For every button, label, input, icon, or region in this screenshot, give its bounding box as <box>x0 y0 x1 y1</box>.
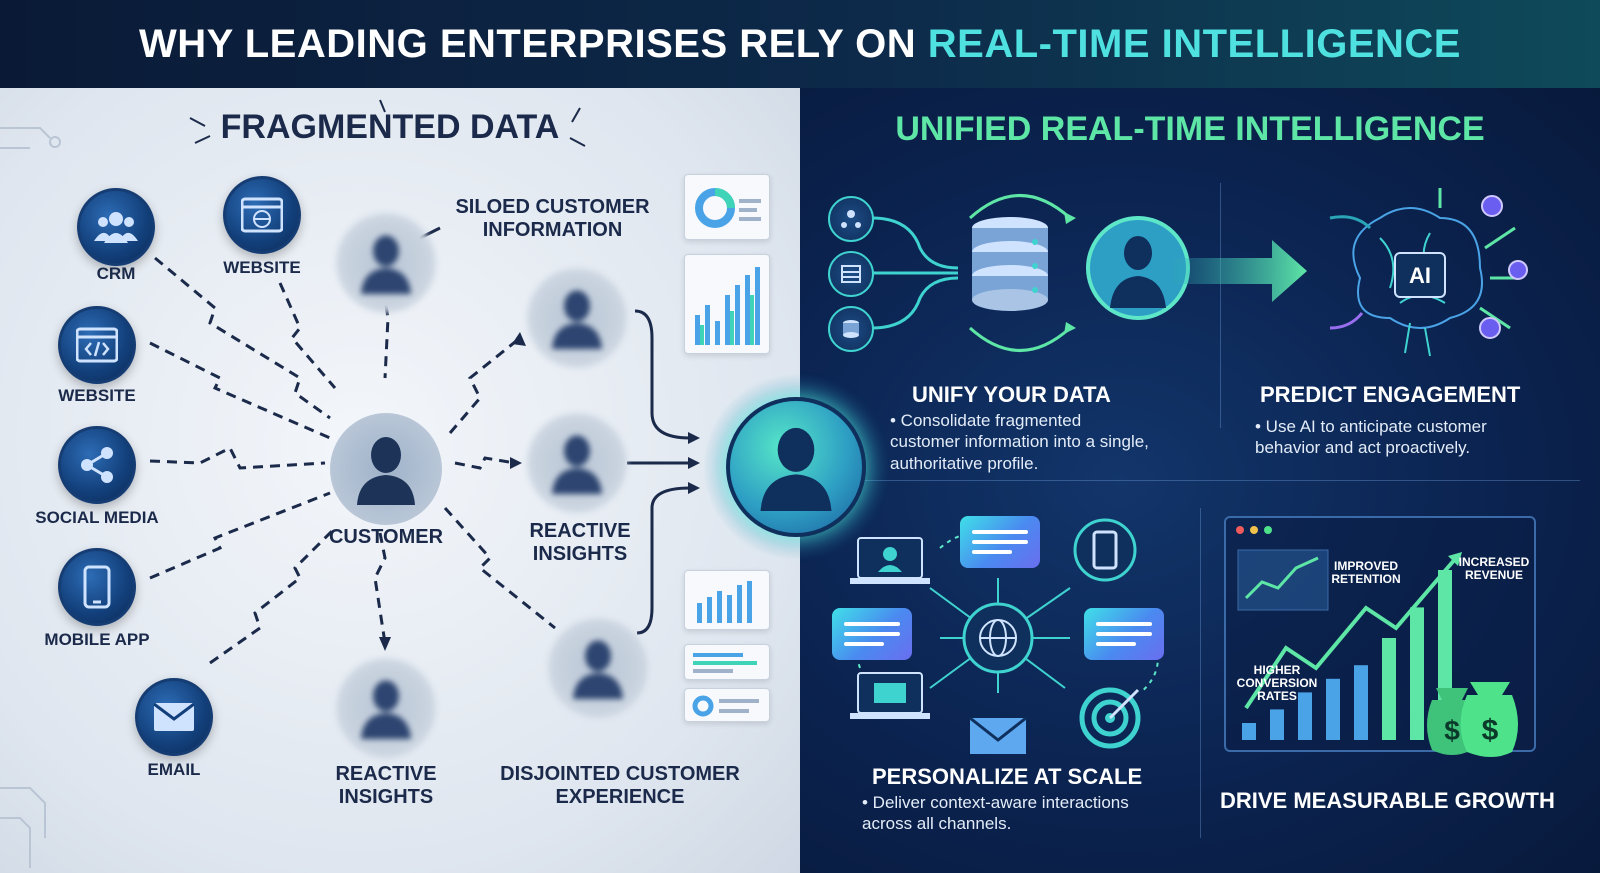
window-dot-red <box>1236 526 1244 534</box>
personalize-desc: • Deliver context-aware interactions acr… <box>862 793 1129 834</box>
source-node-db[interactable] <box>828 306 874 352</box>
source-node-people[interactable] <box>828 196 874 242</box>
bar-card-bottom <box>684 570 770 630</box>
growth-bar <box>1382 638 1396 740</box>
person-icon <box>760 427 832 511</box>
divider-horizontal <box>840 480 1580 481</box>
growth-dashboard: IMPROVED RETENTION INCREASED REVENUE HIG… <box>1224 516 1536 757</box>
circuit-decoration-icon <box>0 127 61 149</box>
disjointed-person <box>548 618 648 718</box>
title-accent: REAL-TIME INTELLIGENCE <box>927 21 1461 66</box>
source-node-table[interactable] <box>828 251 874 297</box>
bar-chart-small-icon <box>697 581 752 623</box>
bar-chart-icon <box>695 267 760 345</box>
website-source-1[interactable] <box>223 176 301 254</box>
browser-globe-icon <box>241 197 283 233</box>
customer-label: CUSTOMER <box>328 526 444 548</box>
svg-text:$: $ <box>1482 714 1499 747</box>
social-media-label: SOCIAL MEDIA <box>35 508 159 527</box>
mobile-app-source[interactable] <box>58 548 136 626</box>
crm-source[interactable] <box>77 188 155 266</box>
mini-donut-icon <box>692 695 759 717</box>
person-icon <box>361 235 411 294</box>
growth-bar <box>1298 692 1312 740</box>
conversion-label: HIGHER CONVERSION RATES <box>1236 663 1318 704</box>
list-card <box>684 644 770 680</box>
crm-label: CRM <box>96 264 136 283</box>
retention-label: IMPROVED RETENTION <box>1331 559 1401 587</box>
person-icon <box>357 437 415 505</box>
chat-bubble-right <box>1084 608 1164 660</box>
growth-bar <box>1354 665 1368 740</box>
person-icon <box>573 640 623 699</box>
person-icon <box>552 290 602 349</box>
fragmented-panel: FRAGMENTED DATA <box>0 88 800 873</box>
social-media-source[interactable] <box>58 426 136 504</box>
reactive-label-bottom: REACTIVE INSIGHTS <box>335 763 437 808</box>
divider-vertical-top <box>1220 183 1221 428</box>
window-dot-yellow <box>1250 526 1258 534</box>
website-source-2[interactable] <box>58 306 136 384</box>
growth-title: DRIVE MEASURABLE GROWTH <box>1220 788 1555 813</box>
window-dot-green <box>1264 526 1272 534</box>
unify-title: UNIFY YOUR DATA <box>912 382 1111 407</box>
database-small-icon <box>843 320 859 338</box>
personalize-title: PERSONALIZE AT SCALE <box>872 764 1143 789</box>
fragmented-data-title: FRAGMENTED DATA <box>220 108 560 146</box>
users-icon <box>94 212 138 243</box>
growth-bar <box>1326 678 1340 740</box>
unified-title: UNIFIED REAL-TIME INTELLIGENCE <box>895 110 1485 148</box>
svg-text:$: $ <box>1444 715 1460 746</box>
people-network-icon <box>841 210 861 228</box>
crack-decoration-icon <box>189 99 586 147</box>
unify-to-predict-arrow-icon <box>1172 240 1307 302</box>
customer-node[interactable] <box>330 413 442 525</box>
reactive-person-bottom <box>336 658 436 758</box>
reactive-label-right: REACTIVE INSIGHTS <box>529 520 631 565</box>
list-lines-icon <box>693 653 757 673</box>
unify-graphic <box>871 194 1190 352</box>
growth-bar <box>1410 607 1424 740</box>
page-title: WHY LEADING ENTERPRISES RELY ON REAL-TIM… <box>139 22 1461 67</box>
website-label-1: WEBSITE <box>223 258 301 277</box>
smartphone-icon <box>83 565 111 609</box>
title-main: WHY LEADING ENTERPRISES RELY ON <box>139 21 928 66</box>
ai-brain-icon: AI <box>1329 188 1528 357</box>
email-source[interactable] <box>135 678 213 756</box>
share-icon <box>81 447 113 483</box>
personalize-graphic <box>850 518 1159 754</box>
predict-desc: • Use AI to anticipate customer behavior… <box>1255 417 1487 458</box>
chat-bubble-top <box>960 516 1040 568</box>
envelope-icon <box>153 702 195 731</box>
bar-card-top <box>684 254 770 354</box>
divider-vertical-bottom <box>1200 508 1201 838</box>
chat-bubble-left <box>832 608 912 660</box>
growth-bar <box>1242 723 1256 740</box>
unify-desc: • Consolidate fragmented customer inform… <box>890 411 1149 473</box>
code-window-icon <box>76 327 118 363</box>
mini-donut-card <box>684 688 770 722</box>
circuit-decoration-bottom-icon <box>0 787 46 868</box>
ai-label: AI <box>1409 263 1431 288</box>
siloed-label: SILOED CUSTOMER INFORMATION <box>455 196 650 241</box>
predict-title: PREDICT ENGAGEMENT <box>1260 382 1521 407</box>
reactive-person-top <box>527 268 627 368</box>
mobile-app-label: MOBILE APP <box>44 630 150 649</box>
email-label: EMAIL <box>147 760 201 779</box>
growth-bar <box>1270 709 1284 740</box>
donut-chart-icon <box>695 188 761 228</box>
website-label-2: WEBSITE <box>58 386 136 405</box>
person-icon <box>361 680 411 739</box>
person-icon <box>552 435 602 494</box>
reactive-person-mid <box>527 413 627 513</box>
donut-card <box>684 174 770 240</box>
siloed-person <box>336 213 436 313</box>
disjointed-label: DISJOINTED CUSTOMER EXPERIENCE <box>500 763 740 808</box>
revenue-label: INCREASED REVENUE <box>1458 555 1530 583</box>
unified-customer-hub[interactable] <box>704 375 888 559</box>
hub-profile <box>726 397 866 537</box>
money-bags-icon: $ $ <box>1427 682 1518 757</box>
page-header: WHY LEADING ENTERPRISES RELY ON REAL-TIM… <box>0 0 1600 88</box>
data-table-icon <box>841 265 861 283</box>
